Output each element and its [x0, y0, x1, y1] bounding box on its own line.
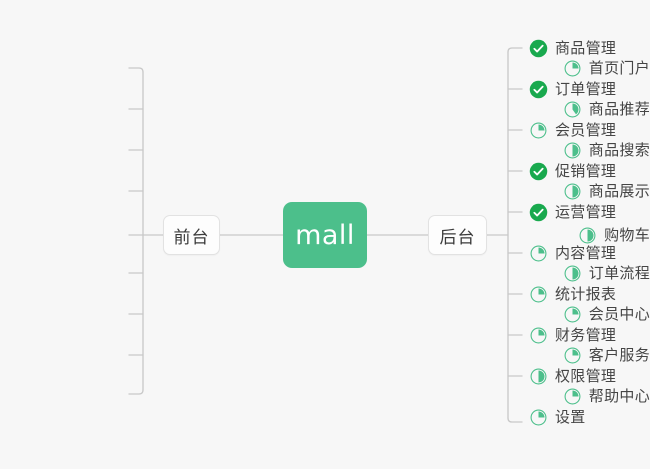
check-circle-icon — [529, 203, 548, 222]
check-circle-icon — [529, 80, 548, 99]
branch-node-frontend[interactable]: 前台 — [163, 215, 220, 255]
pie-progress-icon — [563, 182, 582, 201]
pie-progress-icon — [563, 59, 582, 78]
leaf-label: 促销管理 — [555, 162, 617, 180]
leaf-item-right-5[interactable]: 内容管理 — [529, 240, 616, 266]
leaf-label: 会员管理 — [555, 121, 617, 139]
leaf-item-left-2[interactable]: 商品搜索 — [526, 137, 650, 163]
pie-progress-icon — [529, 408, 548, 427]
pie-progress-icon — [563, 100, 582, 119]
leaf-item-left-7[interactable]: 客户服务 — [526, 342, 650, 368]
root-node-mall[interactable]: mall — [283, 202, 367, 268]
leaf-label: 商品搜索 — [588, 141, 650, 159]
leaf-item-right-6[interactable]: 统计报表 — [529, 281, 616, 307]
leaf-item-left-3[interactable]: 商品展示 — [526, 178, 650, 204]
leaf-label: 会员中心 — [588, 305, 650, 323]
left-stub-top — [128, 67, 144, 73]
pie-progress-icon — [529, 121, 548, 140]
pie-progress-icon — [563, 305, 582, 324]
branch-node-frontend-label: 前台 — [173, 227, 210, 248]
pie-progress-icon — [529, 326, 548, 345]
leaf-label: 商品展示 — [588, 182, 650, 200]
leaf-item-left-6[interactable]: 会员中心 — [526, 301, 650, 327]
leaf-item-left-0[interactable]: 首页门户 — [526, 55, 650, 81]
leaf-label: 财务管理 — [555, 326, 617, 344]
right-stub-top — [507, 47, 523, 53]
pie-progress-icon — [563, 387, 582, 406]
leaf-label: 商品管理 — [555, 39, 617, 57]
leaf-item-right-1[interactable]: 订单管理 — [529, 76, 616, 102]
check-circle-icon — [529, 162, 548, 181]
leaf-label: 首页门户 — [588, 59, 650, 77]
pie-progress-icon — [563, 141, 582, 160]
leaf-item-right-0[interactable]: 商品管理 — [529, 35, 616, 61]
leaf-item-left-5[interactable]: 订单流程 — [526, 260, 650, 286]
branch-node-backend-label: 后台 — [439, 227, 476, 248]
leaf-label: 设置 — [555, 408, 586, 426]
pie-progress-icon — [563, 346, 582, 365]
left-stub-bottom — [128, 389, 144, 395]
right-stub-bottom — [507, 417, 523, 423]
leaf-label: 帮助中心 — [588, 387, 650, 405]
pie-progress-icon — [529, 244, 548, 263]
pie-progress-icon — [529, 367, 548, 386]
leaf-item-left-8[interactable]: 帮助中心 — [526, 383, 650, 409]
leaf-label: 商品推荐 — [588, 100, 650, 118]
leaf-label: 购物车 — [604, 226, 650, 244]
pie-progress-icon — [563, 264, 582, 283]
leaf-item-right-3[interactable]: 促销管理 — [529, 158, 616, 184]
leaf-item-right-7[interactable]: 财务管理 — [529, 322, 616, 348]
leaf-label: 订单管理 — [555, 80, 617, 98]
check-circle-icon — [529, 39, 548, 58]
leaf-item-left-1[interactable]: 商品推荐 — [526, 96, 650, 122]
root-node-label: mall — [295, 219, 355, 251]
leaf-item-right-8[interactable]: 权限管理 — [529, 363, 616, 389]
pie-progress-icon — [578, 226, 597, 245]
leaf-label: 统计报表 — [555, 285, 617, 303]
leaf-item-left-4[interactable]: 购物车 — [526, 222, 650, 248]
leaf-label: 客户服务 — [588, 346, 650, 364]
leaf-label: 内容管理 — [555, 244, 617, 262]
leaf-label: 订单流程 — [588, 264, 650, 282]
leaf-item-right-9[interactable]: 设置 — [529, 404, 586, 430]
leaf-item-right-4[interactable]: 运营管理 — [529, 199, 616, 225]
pie-progress-icon — [529, 285, 548, 304]
leaf-item-right-2[interactable]: 会员管理 — [529, 117, 616, 143]
leaf-label: 权限管理 — [555, 367, 617, 385]
branch-node-backend[interactable]: 后台 — [428, 215, 487, 255]
leaf-label: 运营管理 — [555, 203, 617, 221]
